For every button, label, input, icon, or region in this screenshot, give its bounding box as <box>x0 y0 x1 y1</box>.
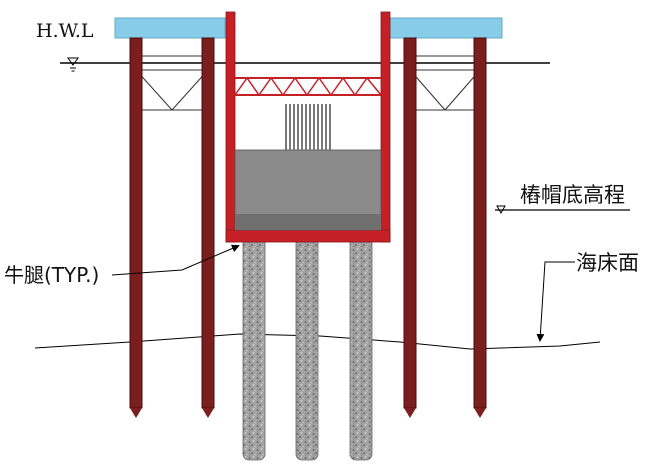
pile-cap-bottom-marker <box>495 205 630 215</box>
seabed-label: 海床面 <box>576 251 639 275</box>
rebar-cage <box>285 104 331 152</box>
concrete-pile-right <box>349 217 373 461</box>
right-platform <box>389 17 503 39</box>
hwl-label: H.W.L <box>36 20 94 42</box>
corbel-leader <box>111 244 240 276</box>
concrete-piles <box>242 217 373 461</box>
seabed-leader <box>536 261 575 342</box>
right-outer-steel-pile <box>473 37 487 409</box>
left-bracing <box>135 55 209 111</box>
concrete-pile-middle <box>295 217 319 461</box>
left-inner-steel-pile <box>201 37 215 409</box>
corbel-label: 牛腿(TYP.) <box>4 263 99 287</box>
left-platform <box>114 17 226 39</box>
right-bracing <box>409 55 481 111</box>
water-level-symbol <box>67 57 79 72</box>
concrete-pile-left <box>242 217 266 461</box>
left-outer-steel-pile <box>129 37 143 409</box>
top-truss <box>234 76 382 97</box>
right-inner-steel-pile <box>403 37 417 409</box>
pile-cap-bottom-label: 樁帽底高程 <box>520 183 625 207</box>
